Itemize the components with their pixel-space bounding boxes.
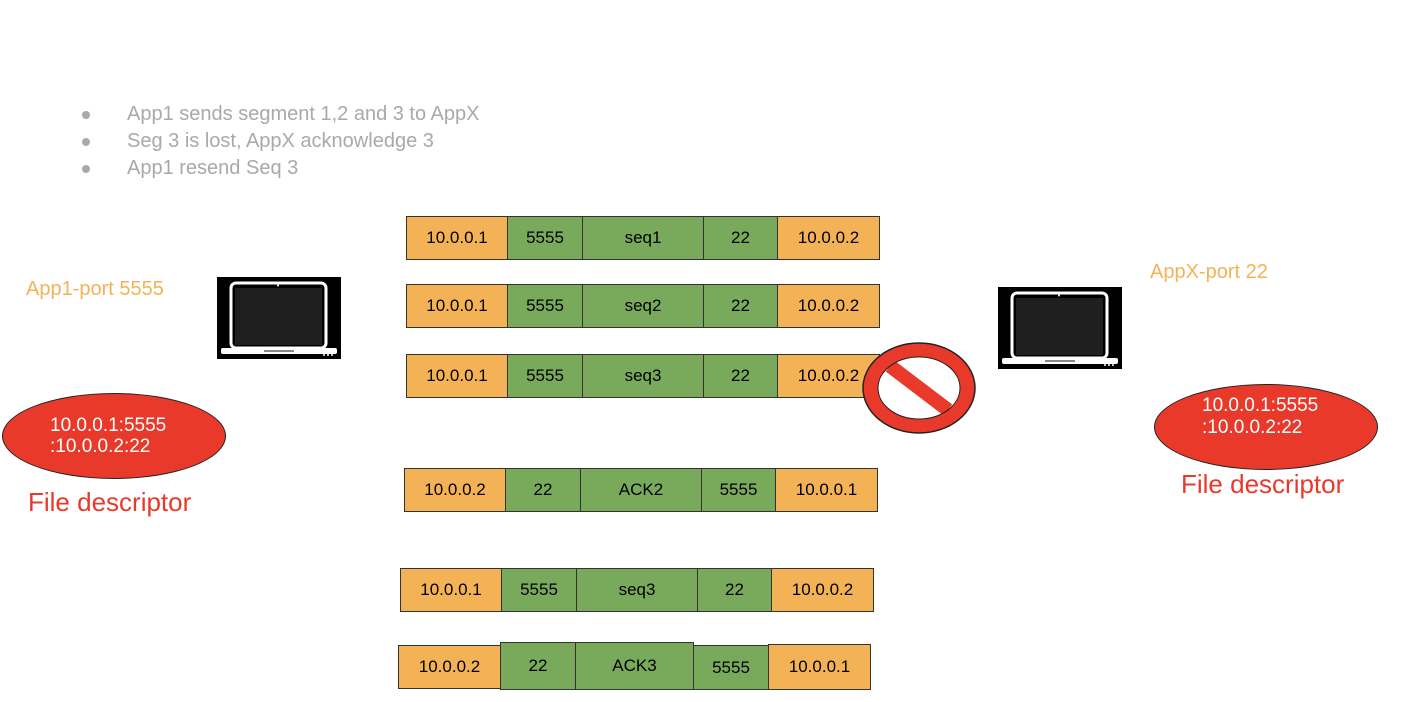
laptop-icon	[217, 277, 341, 359]
right-fd-title: File descriptor	[1181, 469, 1345, 499]
packet-dst-ip: 10.0.0.1	[775, 468, 878, 512]
bullet-text: Seg 3 is lost, AppX acknowledge 3	[127, 130, 434, 152]
app1-label: App1-port 5555	[26, 278, 164, 300]
packet-src-ip: 10.0.0.2	[398, 645, 501, 689]
right-fd-line2: :10.0.0.2:22	[1202, 417, 1303, 438]
packet-seq3-resend: 10.0.0.1 5555 seq3 22 10.0.0.2	[400, 568, 874, 612]
packet-src-port: 5555	[500, 568, 578, 612]
bullet-text: App1 resend Seq 3	[127, 157, 299, 179]
right-file-descriptor-ellipse: 10.0.0.1:5555 :10.0.0.2:22	[1154, 384, 1378, 470]
packet-payload: ACK3	[575, 642, 694, 690]
bullet-text: App1 sends segment 1,2 and 3 to AppX	[127, 103, 480, 125]
laptop-icon	[998, 287, 1122, 369]
packet-dst-ip: 10.0.0.2	[771, 568, 874, 612]
packet-dst-port: 22	[696, 568, 773, 612]
packet-src-port: 22	[504, 468, 582, 512]
bullet-dot-icon	[82, 138, 90, 146]
packet-dst-port: 5555	[692, 645, 770, 690]
packet-src-port: 5555	[506, 216, 584, 260]
left-file-descriptor-ellipse: 10.0.0.1:5555 :10.0.0.2:22	[2, 393, 226, 479]
packet-src-port: 5555	[506, 354, 584, 398]
packet-ack2: 10.0.0.2 22 ACK2 5555 10.0.0.1	[404, 468, 878, 512]
packet-dst-ip: 10.0.0.2	[777, 216, 880, 260]
no-entry-icon	[862, 342, 976, 434]
packet-src-ip: 10.0.0.2	[404, 468, 506, 512]
packet-payload: seq2	[582, 284, 704, 328]
packet-src-ip: 10.0.0.1	[406, 284, 508, 328]
packet-src-ip: 10.0.0.1	[406, 216, 508, 260]
packet-src-ip: 10.0.0.1	[406, 354, 508, 398]
packet-payload: ACK2	[580, 468, 702, 512]
left-fd-title: File descriptor	[28, 487, 192, 517]
packet-dst-port: 22	[702, 284, 779, 328]
left-fd-line2: :10.0.0.2:22	[50, 436, 151, 457]
bullet-item: App1 sends segment 1,2 and 3 to AppX	[80, 101, 479, 128]
packet-payload: seq3	[582, 354, 704, 398]
packet-src-port: 22	[499, 642, 577, 690]
packet-src-port: 5555	[506, 284, 584, 328]
appx-label: AppX-port 22	[1150, 261, 1268, 283]
packet-dst-ip: 10.0.0.2	[777, 284, 880, 328]
packet-dst-port: 22	[702, 354, 779, 398]
packet-dst-port: 5555	[700, 468, 777, 512]
packet-payload: seq3	[576, 568, 698, 612]
packet-src-ip: 10.0.0.1	[400, 568, 502, 612]
packet-dst-port: 22	[702, 216, 779, 260]
packet-seq2: 10.0.0.1 5555 seq2 22 10.0.0.2	[406, 284, 880, 328]
bullet-list: App1 sends segment 1,2 and 3 to AppX Seg…	[80, 101, 479, 182]
bullet-dot-icon	[82, 111, 90, 119]
packet-dst-ip: 10.0.0.1	[768, 644, 871, 690]
bullet-item: App1 resend Seq 3	[80, 155, 479, 182]
bullet-dot-icon	[82, 165, 90, 173]
left-fd-line1: 10.0.0.1:5555	[50, 415, 167, 436]
packet-ack3: 10.0.0.2 22 ACK3 5555 10.0.0.1	[398, 642, 871, 690]
packet-seq1: 10.0.0.1 5555 seq1 22 10.0.0.2	[406, 216, 880, 260]
bullet-item: Seg 3 is lost, AppX acknowledge 3	[80, 128, 479, 155]
right-fd-line1: 10.0.0.1:5555	[1202, 395, 1319, 416]
packet-payload: seq1	[582, 216, 704, 260]
packet-seq3-lost: 10.0.0.1 5555 seq3 22 10.0.0.2	[406, 354, 880, 398]
